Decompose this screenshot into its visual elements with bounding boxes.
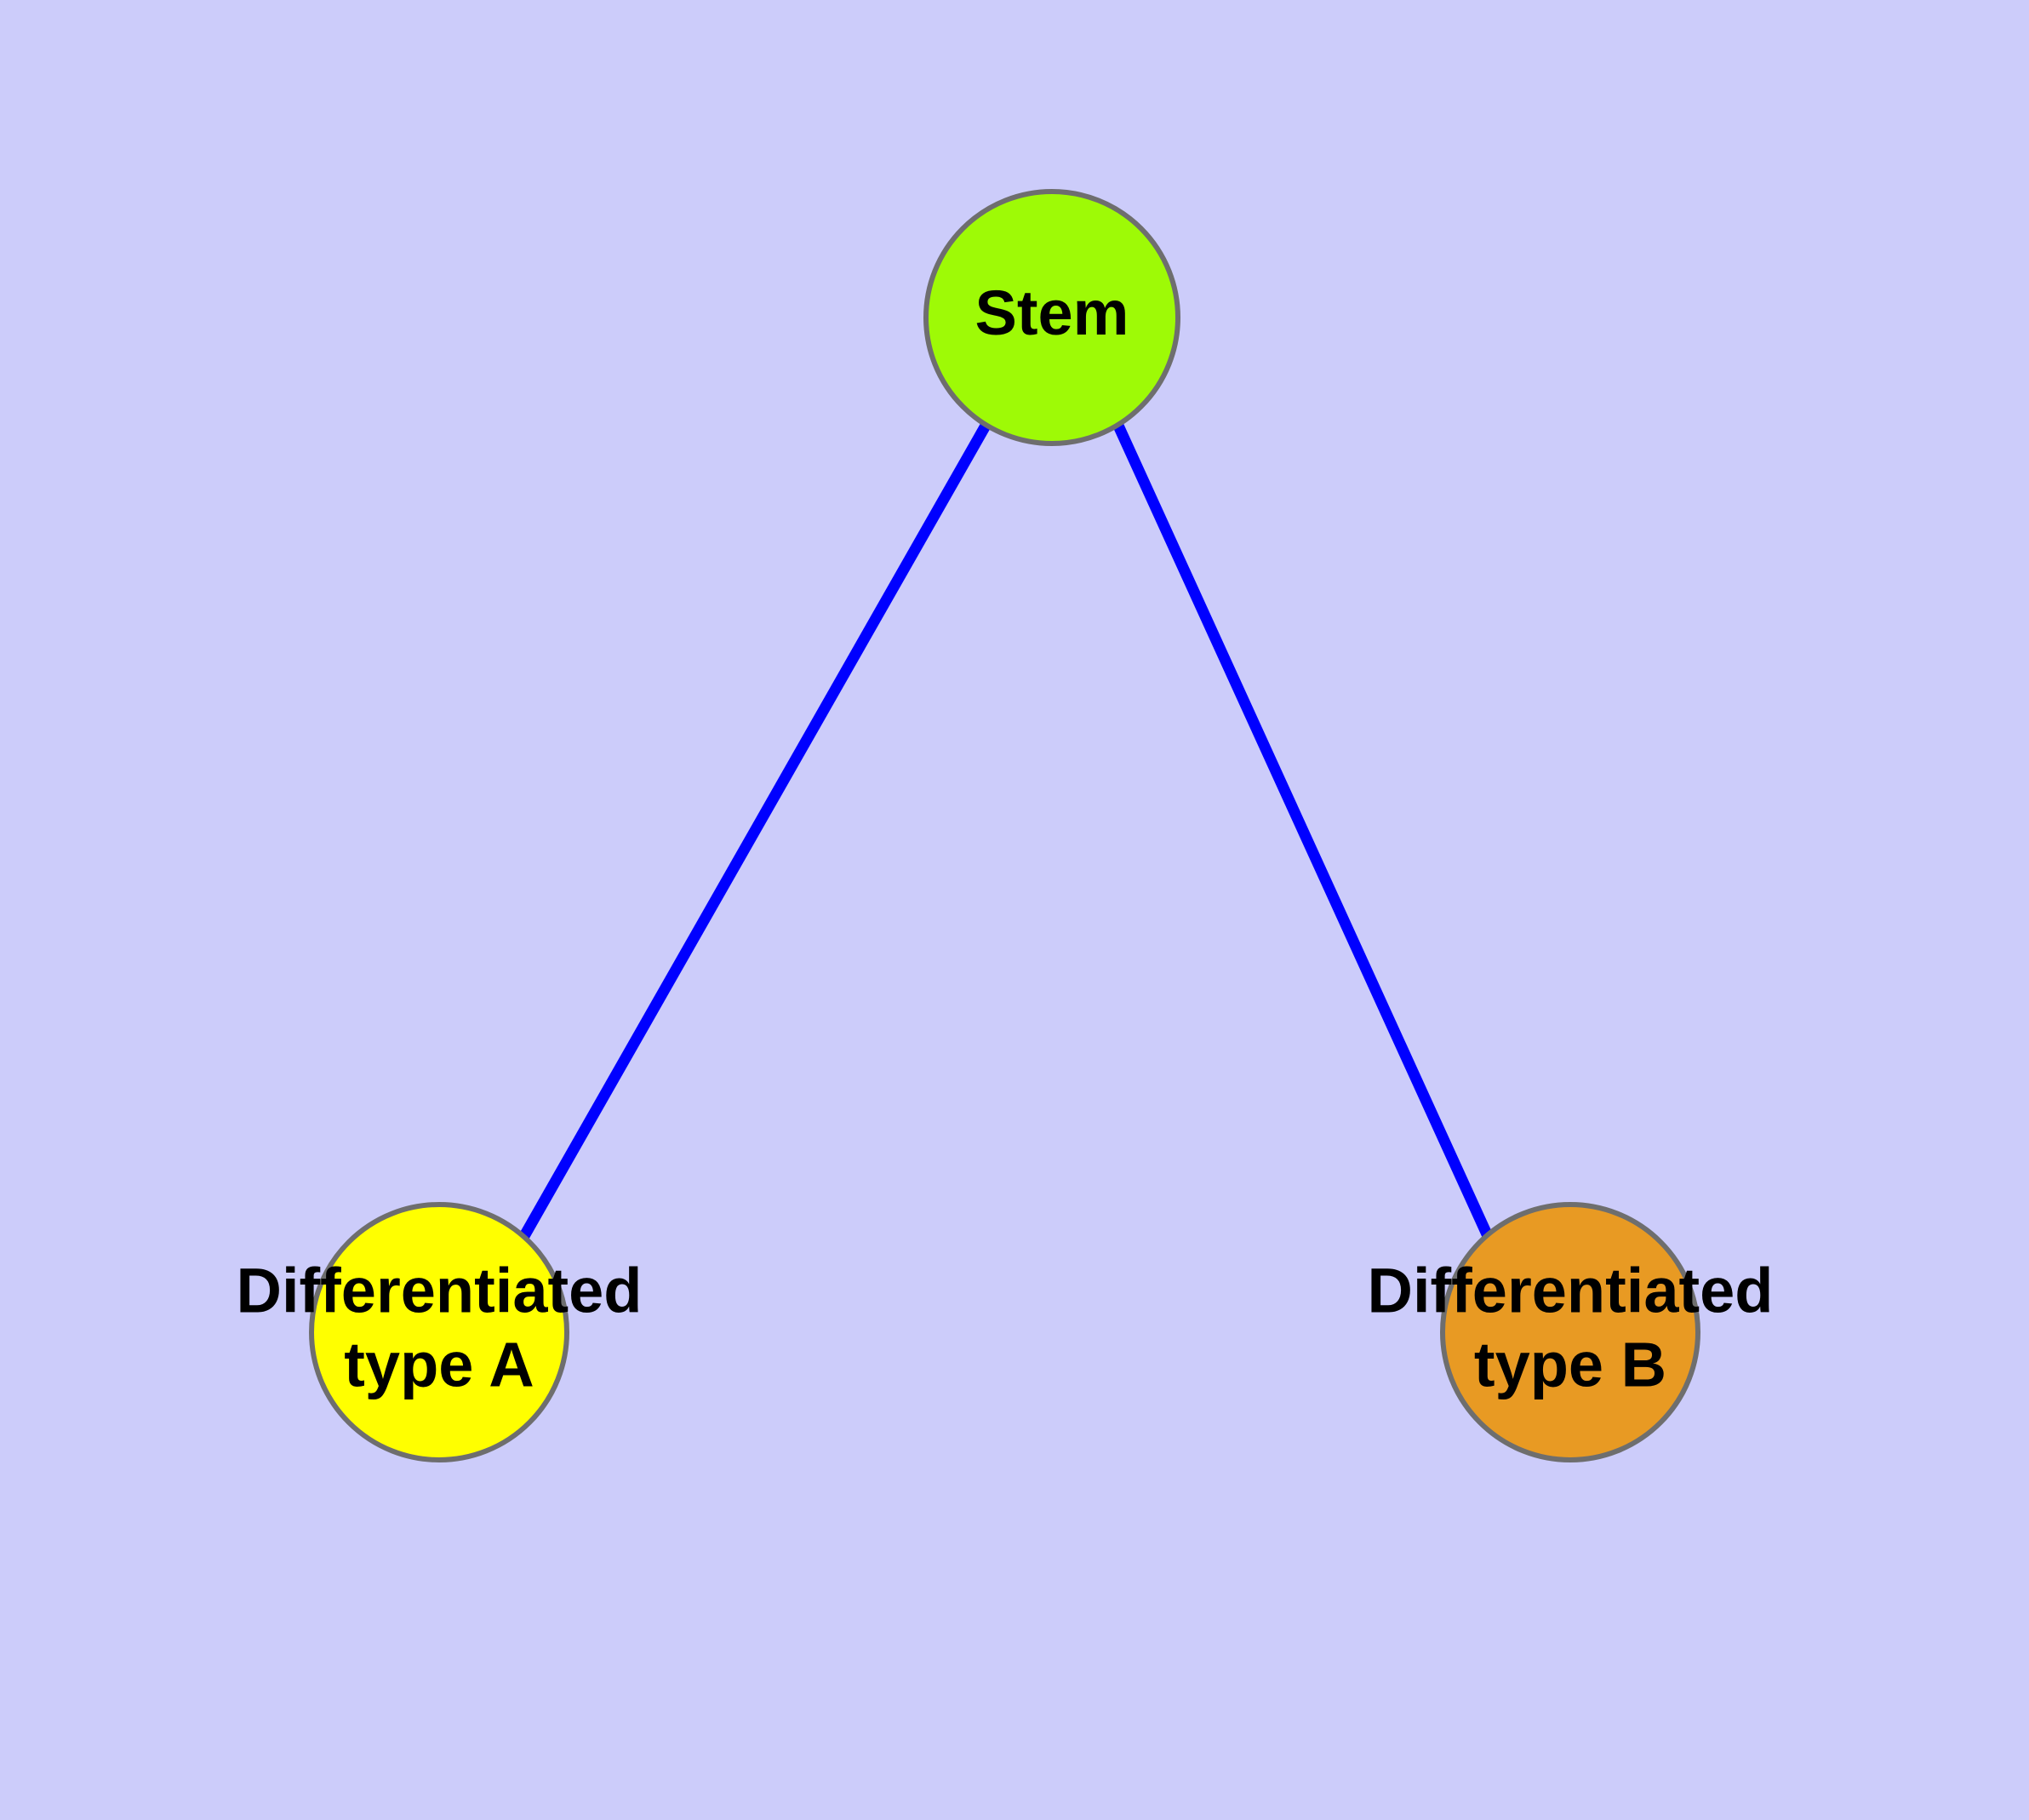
node-label-line: type A [344, 1329, 534, 1399]
nodes-group [309, 189, 1700, 1462]
edges-group [519, 422, 1493, 1239]
node-stem[interactable] [923, 189, 1180, 446]
node-circle-differentiated-type-a[interactable] [309, 1202, 569, 1462]
node-label-stem: Stem [975, 278, 1129, 348]
edge-stem-to-differentiated-type-b [1113, 423, 1493, 1239]
node-differentiated-type-a[interactable] [309, 1202, 569, 1462]
node-label-line: type B [1474, 1329, 1666, 1399]
node-label-line: Stem [975, 278, 1129, 348]
node-circle-stem[interactable] [923, 189, 1180, 446]
node-label-line: Differentiated [237, 1255, 643, 1325]
node-label-line: Differentiated [1368, 1255, 1774, 1325]
node-differentiated-type-b[interactable] [1440, 1202, 1700, 1462]
edge-stem-to-differentiated-type-a [519, 422, 991, 1239]
node-circle-differentiated-type-b[interactable] [1440, 1202, 1700, 1462]
